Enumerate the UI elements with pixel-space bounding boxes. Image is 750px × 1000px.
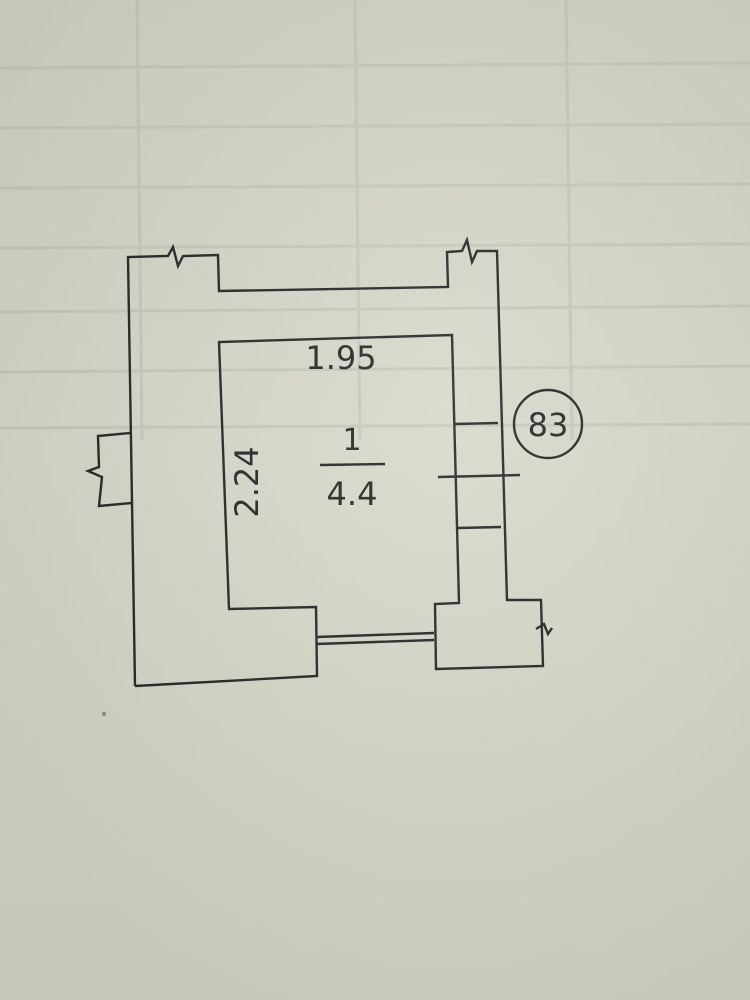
room-width-label: 1.95 xyxy=(305,339,376,377)
fraction-bar xyxy=(319,462,386,467)
left-wall-break xyxy=(84,431,132,508)
room-length-label: 2.24 xyxy=(228,446,266,517)
paper-speck xyxy=(102,712,106,716)
right-wall-break xyxy=(535,622,553,637)
sheet-grid xyxy=(0,0,750,441)
unit-number-label: 83 xyxy=(528,406,569,444)
outer-wall xyxy=(126,236,545,688)
room-number-label: 1 xyxy=(342,423,361,458)
room-area-label: 4.4 xyxy=(327,475,378,513)
unit-number-circle xyxy=(512,388,584,460)
door-opening xyxy=(315,631,435,646)
window-right xyxy=(437,421,521,530)
